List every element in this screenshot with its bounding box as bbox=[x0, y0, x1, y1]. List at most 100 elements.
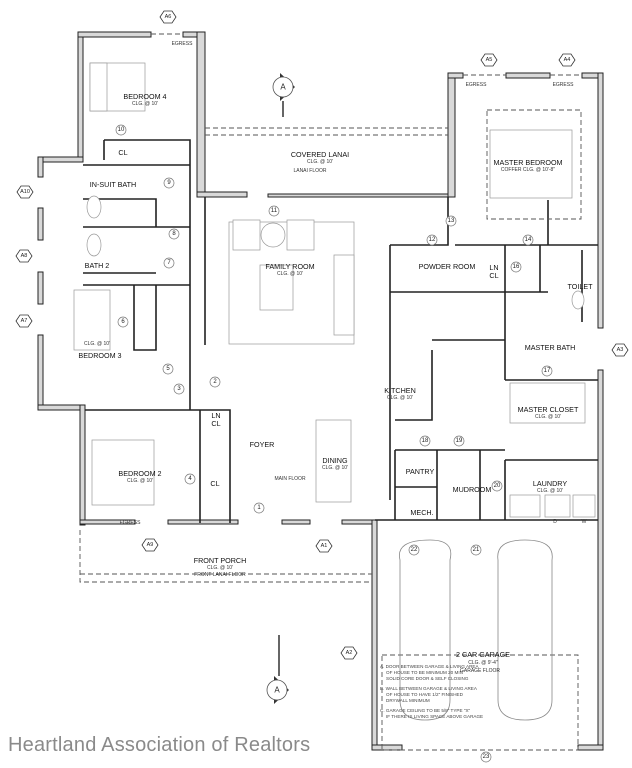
door-number: 6 bbox=[117, 316, 129, 328]
label-master-linen-closet: CL bbox=[489, 271, 498, 280]
door-numbers: 1 2 3 4 5 6 7 8 9 10 11 12 13 14 16 17 1… bbox=[115, 124, 553, 763]
section-marker-icon: A bbox=[272, 73, 295, 117]
dryer-label: D bbox=[553, 519, 557, 525]
door-number: 9 bbox=[163, 177, 175, 189]
svg-text:A1: A1 bbox=[321, 543, 328, 549]
ceiling-bedroom-3: CLG. @ 10' bbox=[84, 341, 110, 347]
elevation-tag: A4 bbox=[558, 53, 576, 67]
door-number: 13 bbox=[445, 215, 457, 227]
label-family-room: FAMILY ROOM bbox=[265, 262, 314, 271]
door-number: 2 bbox=[209, 376, 221, 388]
label-pantry: PANTRY bbox=[406, 467, 435, 476]
egress-label: EGRESS bbox=[553, 82, 575, 88]
svg-text:21: 21 bbox=[473, 547, 480, 553]
svg-text:13: 13 bbox=[448, 218, 455, 224]
door-number: 18 bbox=[419, 435, 431, 447]
door-number: 5 bbox=[162, 363, 174, 375]
label-linen: LN bbox=[211, 411, 220, 420]
label-dining: DINING bbox=[322, 456, 348, 465]
svg-text:DRYWALL MINIMUM: DRYWALL MINIMUM bbox=[386, 698, 430, 703]
ceiling-garage: CLG. @ 9'-4" bbox=[468, 660, 498, 666]
svg-text:20: 20 bbox=[494, 483, 501, 489]
svg-text:A7: A7 bbox=[21, 318, 28, 324]
door-number: 23 bbox=[480, 751, 492, 763]
label-powder-room: POWDER ROOM bbox=[419, 262, 476, 271]
washer-label: W bbox=[582, 519, 587, 525]
elevation-tag: A8 bbox=[15, 249, 33, 263]
label-bath-2: BATH 2 bbox=[85, 261, 110, 270]
svg-text:A4: A4 bbox=[564, 57, 571, 63]
ceiling-laundry: CLG. @ 10' bbox=[537, 488, 563, 494]
label-garage: 2 CAR GARAGE bbox=[456, 650, 510, 659]
ceiling-lanai: CLG. @ 10' bbox=[307, 159, 333, 165]
dashed-outlines bbox=[79, 33, 582, 751]
ceiling-family-room: CLG. @ 10' bbox=[277, 271, 303, 277]
elevation-tag: A1 bbox=[315, 539, 333, 553]
door-number: 20 bbox=[491, 480, 503, 492]
svg-text:A. DOOR BETWEEN GARAGE & LIVIN: A. DOOR BETWEEN GARAGE & LIVING AREA bbox=[380, 664, 479, 669]
label-linen-closet: CL bbox=[211, 419, 220, 428]
garage-notes: A. DOOR BETWEEN GARAGE & LIVING AREA OF … bbox=[380, 664, 483, 719]
svg-text:IF THERE IS LIVING SPACE ABOVE: IF THERE IS LIVING SPACE ABOVE GARAGE bbox=[386, 714, 483, 719]
svg-text:2: 2 bbox=[213, 379, 217, 385]
door-number: 7 bbox=[163, 257, 175, 269]
door-number: 16 bbox=[510, 261, 522, 273]
door-number: 14 bbox=[522, 234, 534, 246]
label-master-closet: MASTER CLOSET bbox=[518, 405, 579, 414]
lanai-floor-label: LANAI FLOOR bbox=[293, 168, 326, 174]
svg-text:SOLID CORE DOOR & SELF CLOSING: SOLID CORE DOOR & SELF CLOSING bbox=[386, 676, 469, 681]
svg-text:23: 23 bbox=[483, 754, 490, 760]
door-number: 17 bbox=[541, 365, 553, 377]
egress-label: EGRESS bbox=[466, 82, 488, 88]
ceiling-bedroom-2: CLG. @ 10' bbox=[127, 478, 153, 484]
svg-text:9: 9 bbox=[167, 180, 171, 186]
svg-text:1: 1 bbox=[257, 505, 261, 511]
elevation-tag: A9 bbox=[141, 538, 159, 552]
section-marker-icon: A bbox=[266, 635, 289, 704]
label-master-linen: LN bbox=[489, 263, 498, 272]
label-mech: MECH. bbox=[410, 508, 433, 517]
label-insuit-bath: IN-SUIT BATH bbox=[90, 180, 136, 189]
door-number: 1 bbox=[253, 502, 265, 514]
elevation-tag: A3 bbox=[611, 343, 629, 357]
door-number: 22 bbox=[408, 544, 420, 556]
svg-text:OF HOUSE TO BE MINIMUM 20 MIN: OF HOUSE TO BE MINIMUM 20 MIN bbox=[386, 670, 463, 675]
elevation-tag: A6 bbox=[159, 10, 177, 24]
furniture bbox=[73, 62, 596, 721]
label-master-bedroom: MASTER BEDROOM bbox=[493, 158, 562, 167]
svg-text:14: 14 bbox=[525, 237, 532, 243]
main-floor-label: MAIN FLOOR bbox=[274, 476, 306, 482]
svg-text:A8: A8 bbox=[21, 253, 28, 259]
egress-label: EGRESS bbox=[120, 520, 142, 526]
svg-text:3: 3 bbox=[177, 386, 181, 392]
garage-floor-label: GARAGE FLOOR bbox=[460, 668, 500, 674]
svg-text:A3: A3 bbox=[617, 347, 624, 353]
room-labels: BEDROOM 4 CLG. @ 10' CL IN-SUIT BATH BAT… bbox=[78, 41, 593, 674]
elevation-tag: A7 bbox=[15, 314, 33, 328]
svg-text:A9: A9 bbox=[147, 542, 154, 548]
elevation-tag: A5 bbox=[480, 53, 498, 67]
svg-text:12: 12 bbox=[429, 237, 436, 243]
svg-text:4: 4 bbox=[188, 476, 192, 482]
svg-text:A: A bbox=[280, 83, 286, 92]
door-number: 4 bbox=[184, 473, 196, 485]
egress-label: EGRESS bbox=[172, 41, 194, 47]
svg-text:A6: A6 bbox=[165, 14, 172, 20]
svg-text:5: 5 bbox=[166, 366, 170, 372]
svg-text:6: 6 bbox=[121, 319, 125, 325]
label-laundry: LAUNDRY bbox=[533, 479, 567, 488]
elevation-tags: A6 A5 A4 A 10 A8 A7 A3 A9 A1 A2 bbox=[15, 10, 629, 660]
label-bedroom-2: BEDROOM 2 bbox=[118, 469, 161, 478]
label-mudroom: MUDROOM bbox=[453, 485, 492, 494]
label-front-porch: FRONT PORCH bbox=[194, 556, 247, 565]
elevation-tag: A2 bbox=[340, 646, 358, 660]
label-bedroom2-closet: CL bbox=[210, 479, 219, 488]
ceiling-master-bedroom: COFFER CLG. @ 10'-8" bbox=[501, 167, 555, 173]
svg-text:OF HOUSE TO HAVE 1/2" FINISHED: OF HOUSE TO HAVE 1/2" FINISHED bbox=[386, 692, 464, 697]
door-number: 11 bbox=[268, 205, 280, 217]
svg-text:16: 16 bbox=[513, 264, 520, 270]
ceiling-kitchen: CLG. @ 10' bbox=[387, 395, 413, 401]
exterior-walls bbox=[37, 31, 604, 751]
svg-text:10: 10 bbox=[118, 127, 125, 133]
